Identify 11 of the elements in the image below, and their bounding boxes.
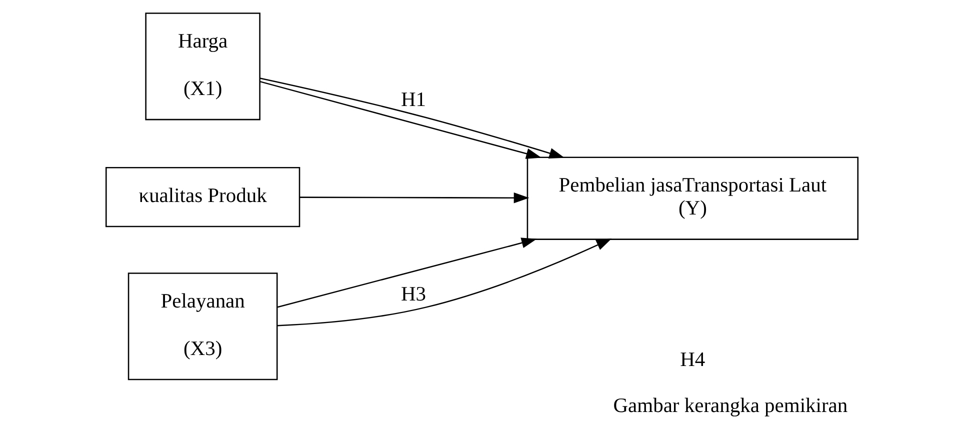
arrow <box>278 238 612 326</box>
edge-label: H3 <box>400 284 426 306</box>
node-box: Pembelian jasaTransportasi Laut (Y) <box>526 156 859 240</box>
caption: Gambar kerangka pemikiran <box>613 394 848 417</box>
node-box: κualitas Produk <box>105 166 300 228</box>
arrow <box>277 238 537 308</box>
arrow <box>300 192 530 204</box>
node-box: Pelayanan (X3) <box>128 272 278 380</box>
label: H4 <box>680 348 706 371</box>
node-box: Harga (X1) <box>145 12 260 120</box>
edge-label: H1 <box>400 88 426 111</box>
